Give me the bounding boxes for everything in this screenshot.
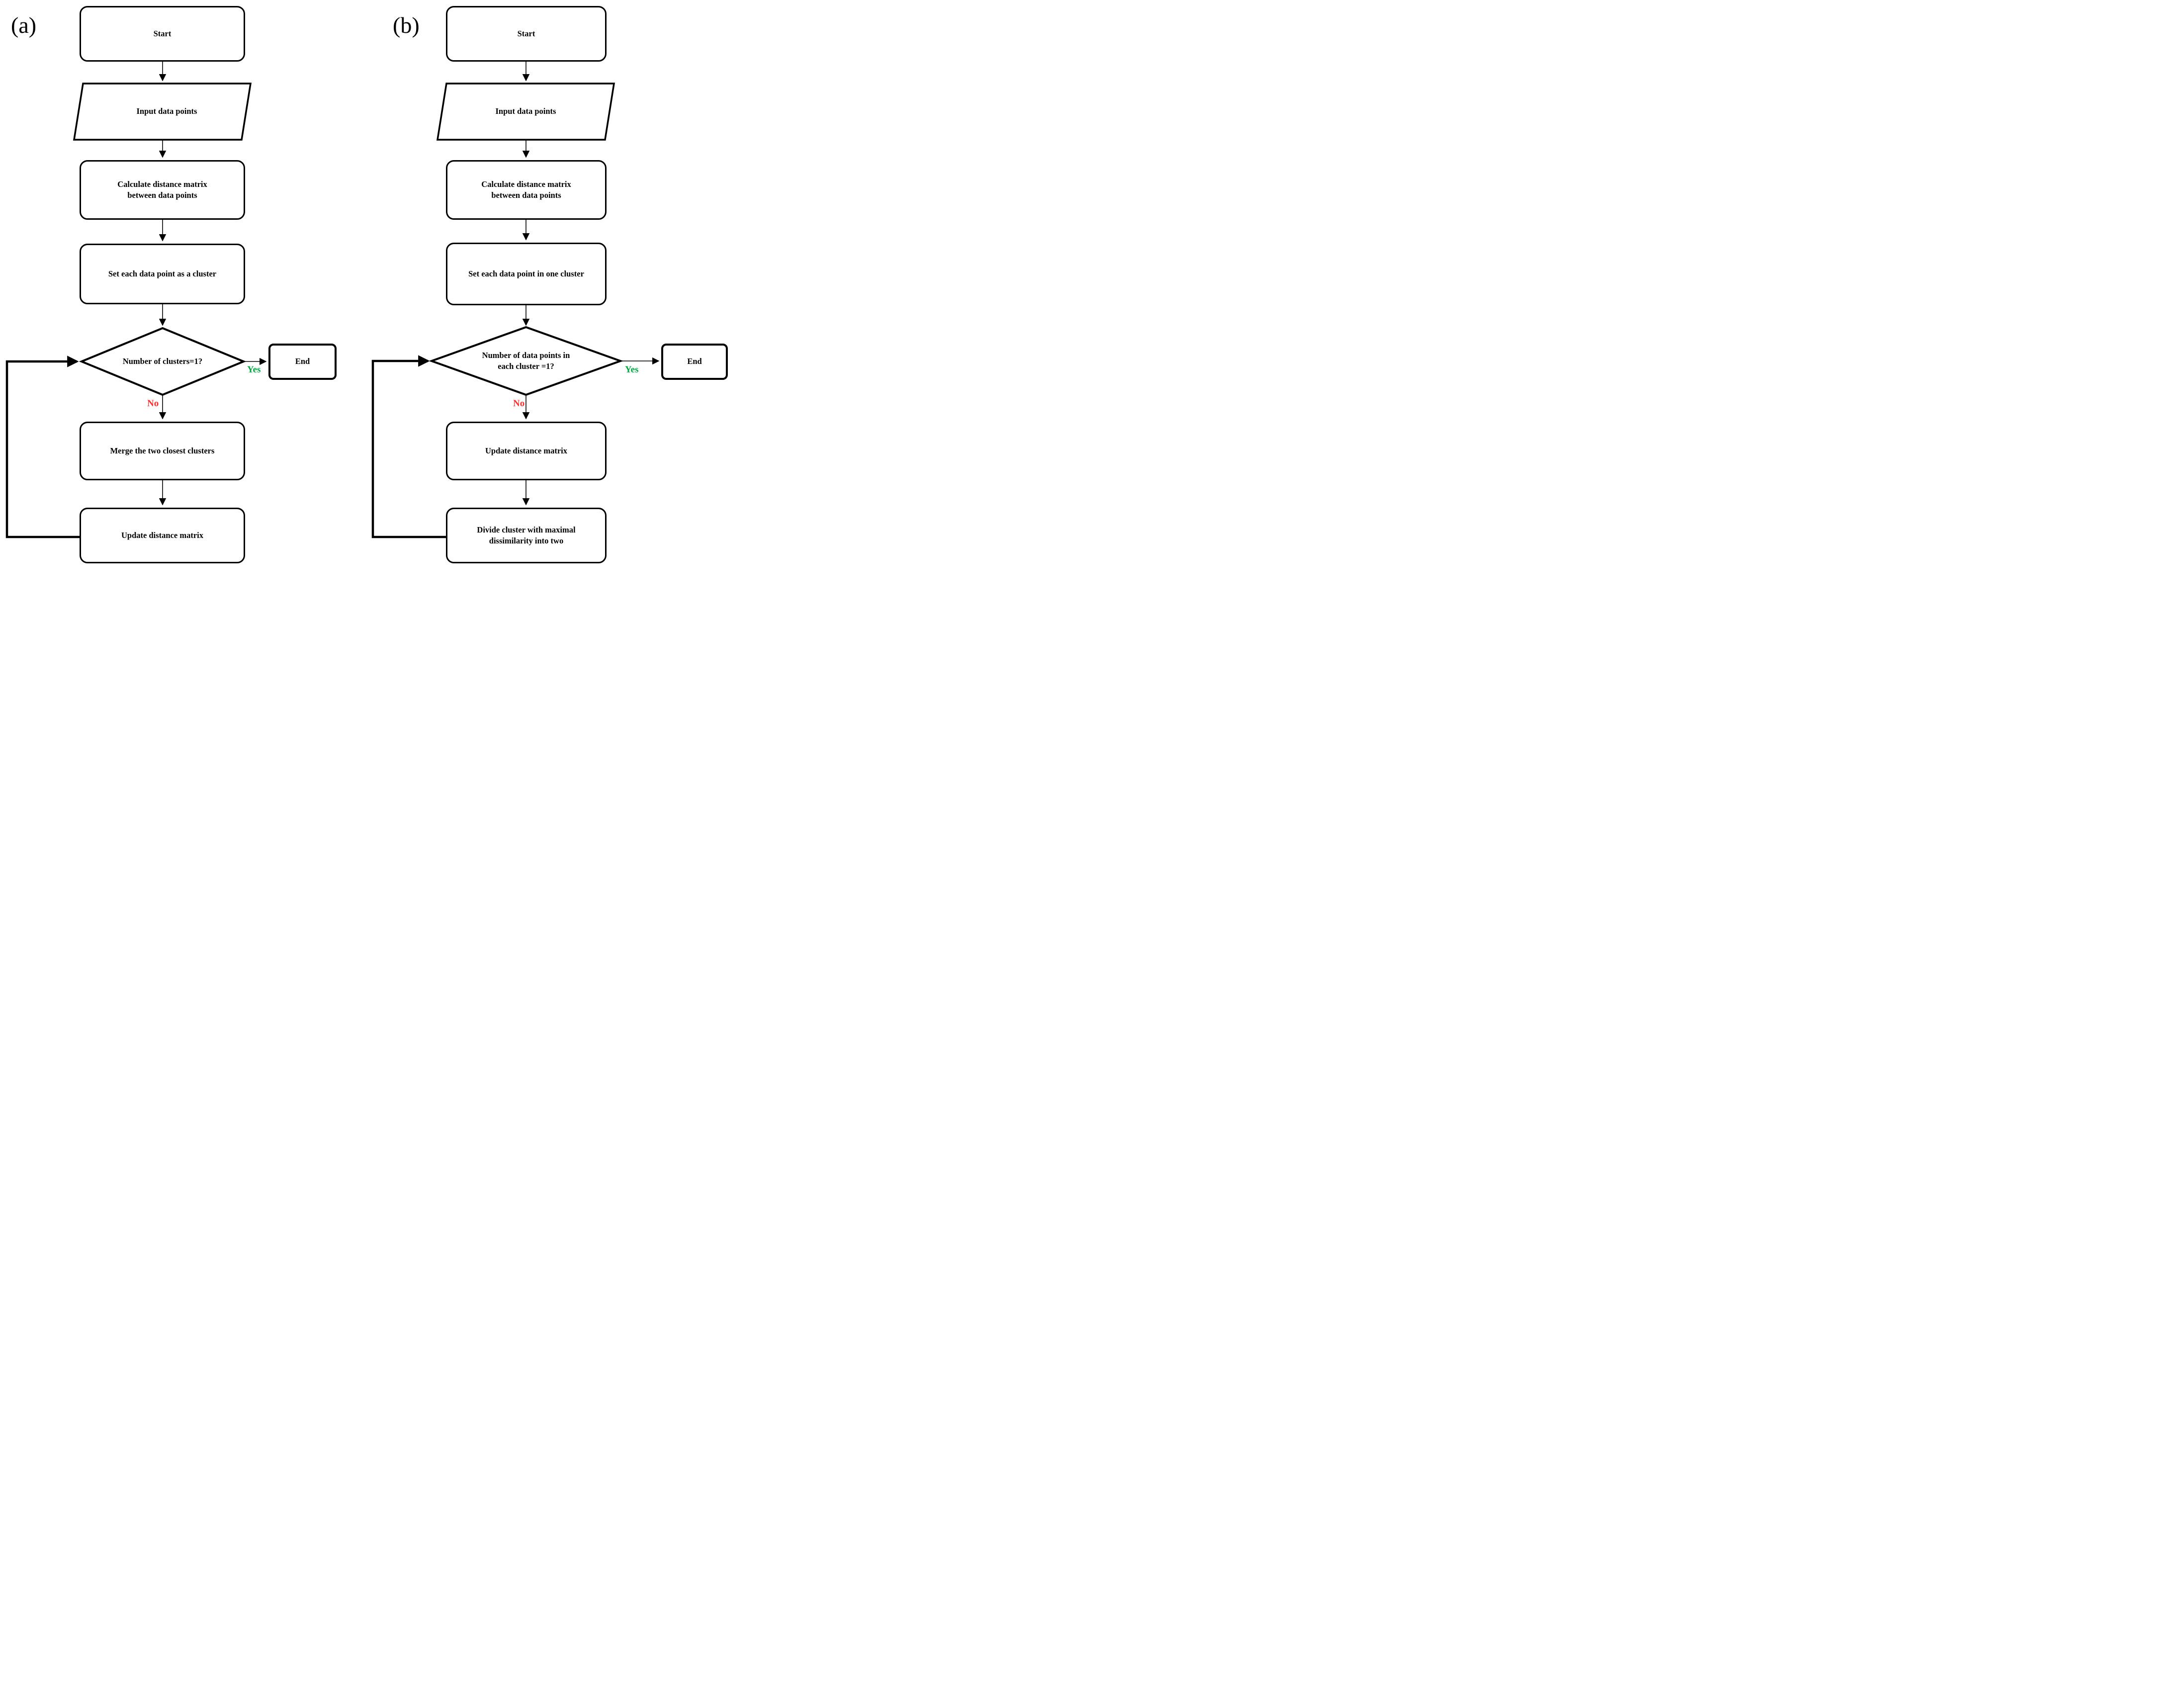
set-cluster-node-b: Set each data point in one cluster <box>446 243 607 305</box>
flowchart-figure: (a) Start Input data points Calculate di… <box>0 0 728 567</box>
start-node-b: Start <box>446 6 607 62</box>
connector-layer <box>5 62 660 538</box>
update-matrix-label-a: Update distance matrix <box>121 530 203 540</box>
merge-clusters-node-a: Merge the two closest clusters <box>80 422 245 480</box>
decision-diamond-b <box>429 326 623 396</box>
yes-branch-label-b: Yes <box>625 364 639 375</box>
start-label-b: Start <box>517 28 535 38</box>
set-cluster-label-b: Set each data point in one cluster <box>468 268 584 278</box>
no-branch-label-b: No <box>513 398 525 409</box>
panel-a-label: (a) <box>11 12 37 38</box>
panel-a-wires <box>5 62 267 538</box>
update-matrix-node-a: Update distance matrix <box>80 508 245 563</box>
panel-b-label: (b) <box>393 12 420 38</box>
set-cluster-node-a: Set each data point as a cluster <box>80 244 245 304</box>
calc-distance-node-b: Calculate distance matrix between data p… <box>446 160 607 220</box>
input-parallelogram-b <box>436 83 615 141</box>
end-node-b: End <box>661 344 728 380</box>
divide-cluster-label-b: Divide cluster with maximal dissimilarit… <box>477 525 576 545</box>
decision-diamond-a <box>79 327 247 396</box>
merge-clusters-label-a: Merge the two closest clusters <box>110 445 215 455</box>
no-branch-label-a: No <box>147 398 159 409</box>
start-node-a: Start <box>80 6 245 62</box>
update-matrix-node-b: Update distance matrix <box>446 422 607 480</box>
yes-branch-label-a: Yes <box>247 364 261 375</box>
panel-b-wires <box>371 62 660 538</box>
end-node-a: End <box>268 344 337 380</box>
update-matrix-label-b: Update distance matrix <box>485 445 567 455</box>
start-label-a: Start <box>153 28 172 38</box>
divide-cluster-node-b: Divide cluster with maximal dissimilarit… <box>446 508 607 563</box>
calc-distance-label-a: Calculate distance matrix between data p… <box>117 179 207 200</box>
calc-distance-label-b: Calculate distance matrix between data p… <box>481 179 571 200</box>
end-label-b: End <box>687 356 702 366</box>
end-label-a: End <box>295 356 310 366</box>
input-parallelogram-a <box>73 83 252 141</box>
set-cluster-label-a: Set each data point as a cluster <box>108 268 217 278</box>
calc-distance-node-a: Calculate distance matrix between data p… <box>80 160 245 220</box>
